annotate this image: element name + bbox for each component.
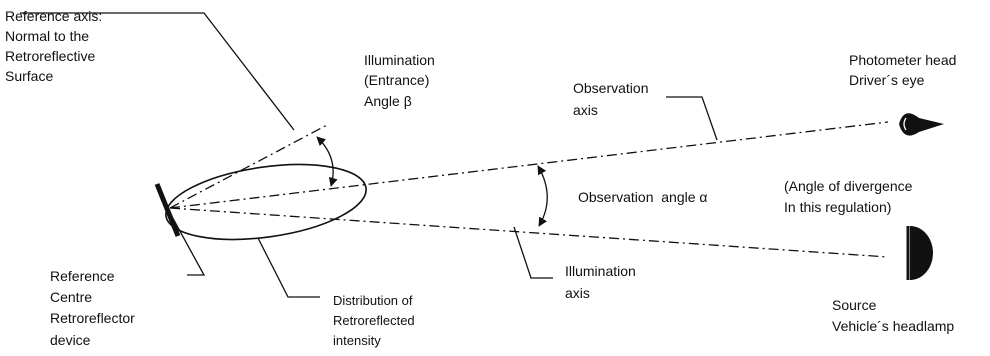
divergence-label: (Angle of divergence In this regulation) bbox=[784, 178, 916, 215]
headlamp-icon bbox=[906, 226, 933, 280]
photometer-label: Photometer head Driver´s eye bbox=[849, 52, 960, 88]
distribution-ellipse bbox=[165, 163, 367, 241]
leader-observation-axis bbox=[666, 96, 718, 141]
leader-reference-centre bbox=[169, 212, 206, 276]
observation-angle-arc bbox=[537, 165, 548, 227]
observation-axis-label: Observation axis bbox=[573, 80, 652, 118]
illumination-angle-arc bbox=[316, 136, 338, 187]
eye-icon bbox=[899, 113, 944, 136]
leader-illumination-axis bbox=[513, 226, 553, 279]
observation-axis-line bbox=[169, 121, 889, 209]
source-label: Source Vehicle´s headlamp bbox=[832, 297, 954, 334]
leader-reference-axis bbox=[20, 12, 295, 131]
distribution-label: Distribution of Retroreflected intensity bbox=[333, 293, 418, 348]
illumination-axis-label: Illumination axis bbox=[565, 263, 640, 301]
reference-axis-line bbox=[169, 124, 328, 209]
illumination-axis-line bbox=[169, 207, 889, 258]
observation-angle-label: Observation angle α bbox=[578, 189, 708, 205]
reference-centre-label: Reference Centre Retroreflector device bbox=[50, 268, 139, 348]
reference-axis-label: Reference axis: Normal to the Retrorefle… bbox=[5, 8, 106, 84]
illumination-angle-label: Illumination (Entrance) Angle β bbox=[364, 52, 439, 109]
leader-distribution bbox=[257, 237, 320, 298]
